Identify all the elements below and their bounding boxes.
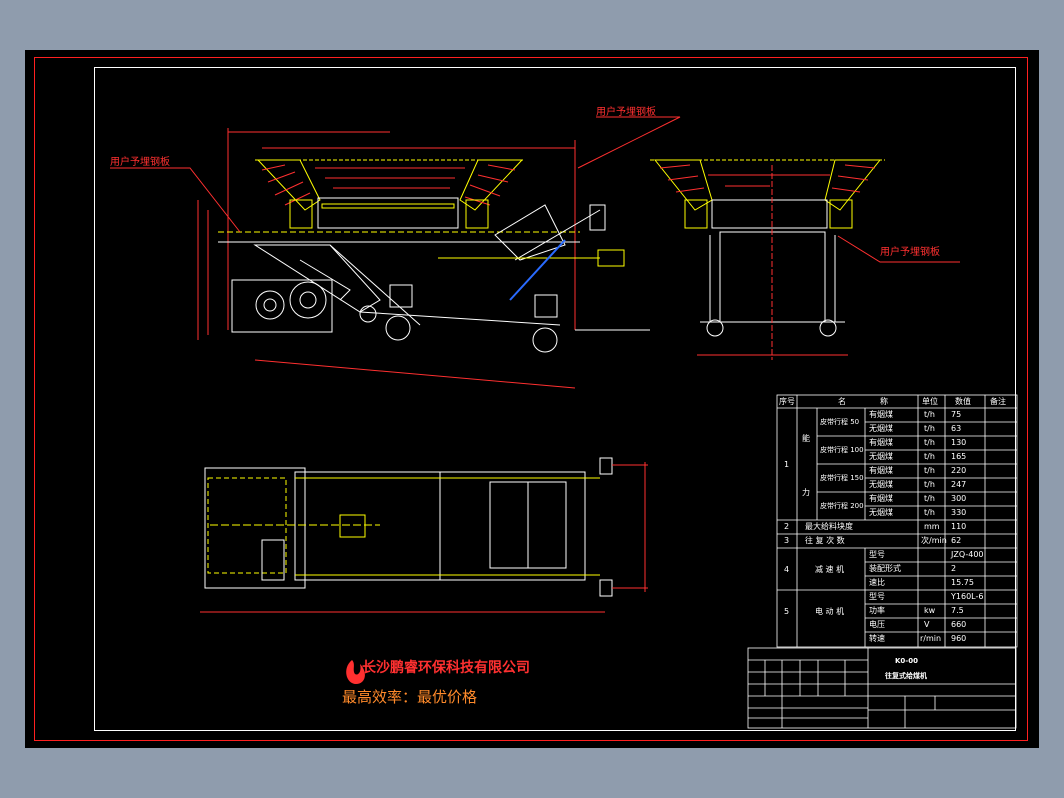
motor-value: 660 — [951, 620, 967, 629]
header-remark: 备注 — [990, 397, 1006, 406]
row-3-name: 往 复 次 数 — [805, 536, 845, 545]
coal-type: 无烟煤 — [869, 424, 893, 433]
value-cell: 300 — [951, 494, 967, 503]
unit-cell: t/h — [924, 424, 935, 433]
value-cell: 130 — [951, 438, 967, 447]
row-5-no: 5 — [784, 607, 790, 616]
outer-border — [34, 57, 1028, 741]
drawing-title: 往复式给煤机 — [885, 672, 927, 680]
motor-label: 功率 — [869, 606, 885, 615]
motor-value: 7.5 — [951, 606, 964, 615]
group-1-no: 1 — [784, 460, 790, 469]
value-cell: 63 — [951, 424, 962, 433]
inner-border — [94, 67, 1016, 731]
row-2-no: 2 — [784, 522, 790, 531]
side-view — [650, 159, 885, 360]
top-view — [200, 457, 648, 613]
motor-label: 型号 — [869, 592, 885, 601]
value-cell: 330 — [951, 508, 967, 517]
unit-cell: t/h — [924, 438, 935, 447]
unit-cell: t/h — [924, 466, 935, 475]
front-view — [197, 128, 650, 389]
header-name-b: 称 — [880, 397, 888, 406]
reducer-value: JZQ-400 — [951, 550, 984, 559]
coal-type: 有烟煤 — [869, 438, 893, 447]
company-logo-icon — [346, 660, 365, 684]
reducer-value: 15.75 — [951, 578, 974, 587]
group-1-label-b: 力 — [802, 488, 810, 497]
row-2-unit: mm — [924, 522, 940, 531]
motor-value: 960 — [951, 634, 967, 643]
coal-type: 无烟煤 — [869, 452, 893, 461]
reducer-label: 型号 — [869, 550, 885, 559]
unit-cell: t/h — [924, 508, 935, 517]
cable-label-top: 用户予埋钢板 — [596, 107, 656, 118]
reducer-label: 速比 — [869, 578, 885, 587]
drawing-code: K0-00 — [895, 657, 918, 665]
value-cell: 247 — [951, 480, 967, 489]
row-2-name: 最大给料块度 — [805, 522, 853, 531]
motor-value: Y160L-6 — [951, 592, 984, 601]
row-5-name: 电 动 机 — [815, 607, 845, 616]
unit-cell: t/h — [924, 452, 935, 461]
leader-lines — [110, 116, 960, 263]
row-3-value: 62 — [951, 536, 962, 545]
motor-unit: V — [924, 620, 930, 629]
unit-cell: t/h — [924, 480, 935, 489]
coal-type: 无烟煤 — [869, 480, 893, 489]
unit-cell: t/h — [924, 494, 935, 503]
coal-type: 有烟煤 — [869, 410, 893, 419]
value-cell: 220 — [951, 466, 967, 475]
motor-unit: kw — [924, 606, 936, 615]
row-3-unit: 次/min — [921, 536, 947, 545]
cable-label-right: 用户予埋钢板 — [880, 247, 940, 258]
coal-type: 有烟煤 — [869, 466, 893, 475]
spec-table-grid — [776, 394, 1018, 648]
row-3-no: 3 — [784, 536, 790, 545]
reducer-label: 装配形式 — [869, 564, 901, 573]
stroke-label: 皮带行程 150 — [820, 474, 864, 482]
motor-label: 转速 — [869, 634, 885, 643]
company-name: 长沙鹏睿环保科技有限公司 — [362, 660, 530, 676]
group-1-label-a: 能 — [802, 434, 810, 443]
header-no: 序号 — [779, 397, 795, 406]
stroke-label: 皮带行程 200 — [820, 502, 864, 510]
coal-type: 无烟煤 — [869, 508, 893, 517]
stroke-label: 皮带行程 100 — [820, 446, 864, 454]
company-slogan: 最高效率：最优价格 — [342, 688, 478, 706]
header-name-a: 名 — [838, 397, 846, 406]
drawing-sheet — [25, 50, 1039, 748]
motor-label: 电压 — [869, 620, 885, 629]
cable-label-left: 用户予埋钢板 — [110, 157, 170, 168]
unit-cell: t/h — [924, 410, 935, 419]
stroke-label: 皮带行程 50 — [820, 418, 860, 426]
title-block-grid — [747, 647, 1017, 729]
value-cell: 75 — [951, 410, 962, 419]
reducer-value: 2 — [951, 564, 957, 573]
row-2-value: 110 — [951, 522, 967, 531]
header-unit: 单位 — [922, 397, 938, 406]
motor-unit: r/min — [920, 634, 942, 643]
row-4-name: 减 速 机 — [815, 565, 845, 574]
row-4-no: 4 — [784, 565, 790, 574]
header-value: 数值 — [955, 397, 971, 406]
value-cell: 165 — [951, 452, 967, 461]
coal-type: 有烟煤 — [869, 494, 893, 503]
